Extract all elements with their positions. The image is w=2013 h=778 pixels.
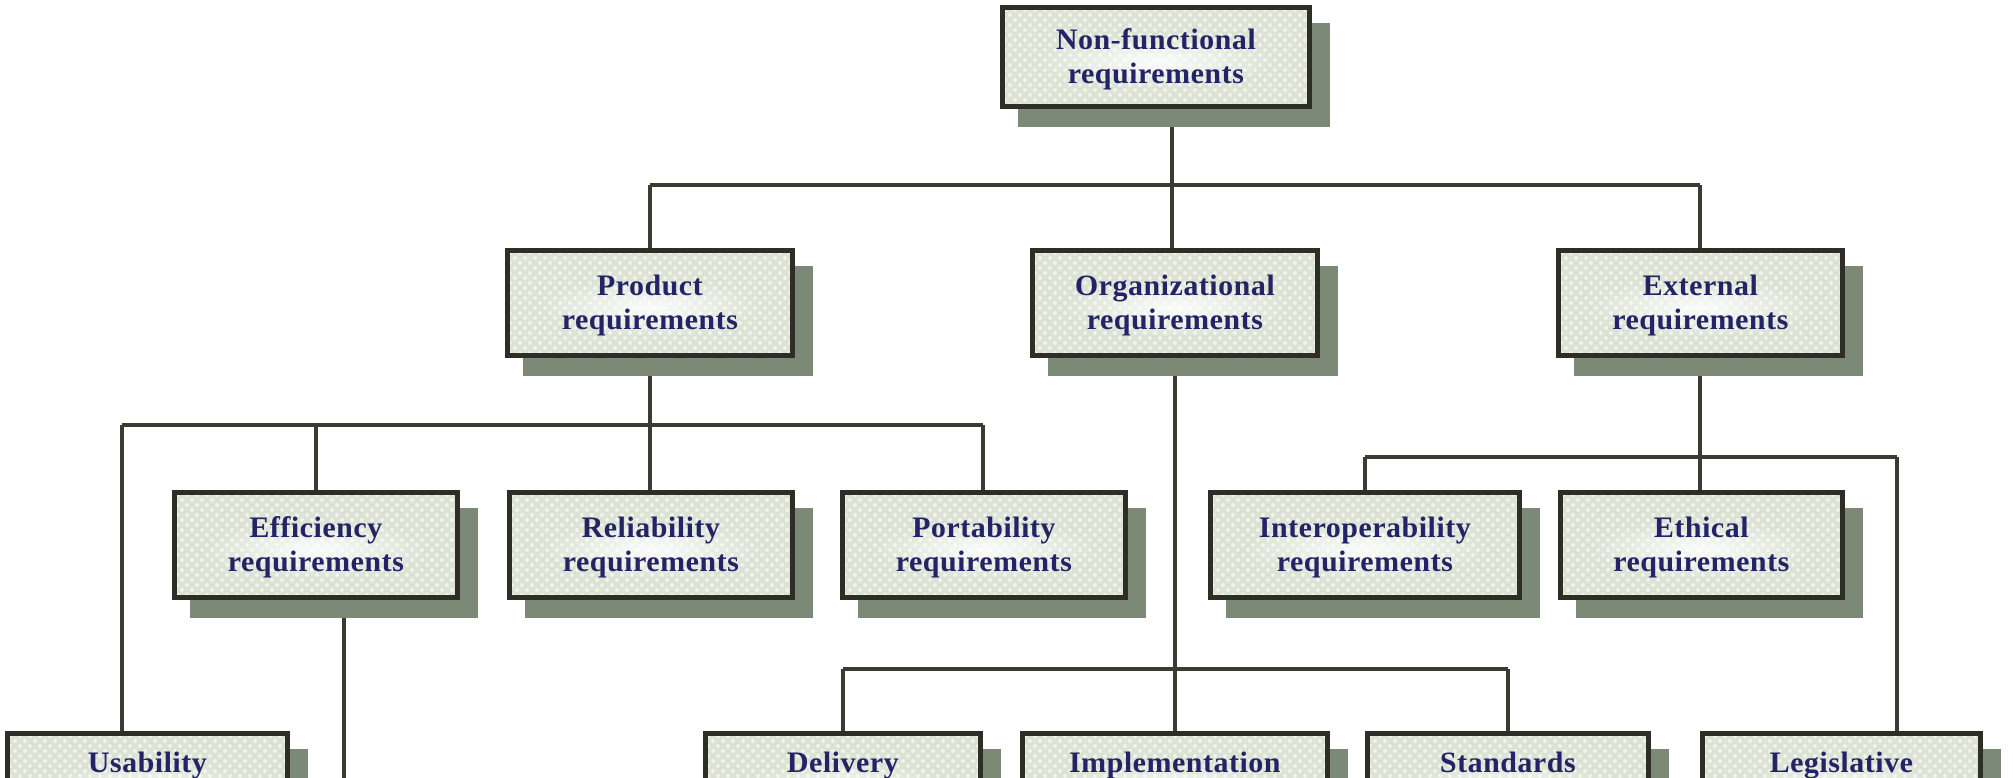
node-label-organizational-requirements: Organizational requirements	[1074, 268, 1276, 337]
node-product-requirements: Product requirements	[505, 248, 795, 358]
node-implementation: Implementation	[1020, 731, 1330, 778]
node-label-reliability-requirements: Reliability requirements	[562, 510, 740, 579]
node-label-product-requirements: Product requirements	[561, 268, 739, 337]
node-ethical-requirements: Ethical requirements	[1558, 490, 1845, 600]
node-efficiency-requirements: Efficiency requirements	[172, 490, 460, 600]
connector-line-drop-standards	[1506, 669, 1510, 733]
node-label-usability: Usability	[87, 746, 208, 778]
node-label-interoperability-requirements: Interoperability requirements	[1258, 510, 1472, 579]
connector-line-external-connector	[1365, 455, 1897, 459]
node-external-requirements: External requirements	[1556, 248, 1845, 358]
node-delivery: Delivery	[703, 731, 983, 778]
connector-line-drop-legislative	[1895, 457, 1899, 733]
connector-line-root-stem	[1170, 109, 1174, 250]
node-non-functional-requirements: Non-functional requirements	[1000, 5, 1312, 109]
connector-line-drop-portability	[981, 425, 985, 492]
node-label-non-functional-requirements: Non-functional requirements	[1055, 22, 1257, 91]
connector-line-external-stem-ethical	[1698, 358, 1702, 492]
node-usability: Usability	[5, 731, 290, 778]
connector-line-drop-interoperability	[1363, 457, 1367, 492]
node-standards: Standards	[1365, 731, 1651, 778]
connector-line-drop-product	[648, 185, 652, 250]
node-label-efficiency-requirements: Efficiency requirements	[227, 510, 405, 579]
node-organizational-requirements: Organizational requirements	[1030, 248, 1320, 358]
connector-line-drop-usability	[120, 425, 124, 733]
node-label-implementation: Implementation	[1069, 746, 1281, 778]
node-legislative: Legislative	[1700, 731, 1983, 778]
node-label-delivery: Delivery	[786, 746, 900, 778]
node-label-standards: Standards	[1439, 746, 1577, 778]
node-label-portability-requirements: Portability requirements	[895, 510, 1073, 579]
node-label-legislative: Legislative	[1769, 746, 1914, 778]
connector-line-product-connector	[122, 423, 983, 427]
connector-line-organizational-connector	[843, 667, 1508, 671]
connector-line-drop-delivery	[841, 669, 845, 733]
node-reliability-requirements: Reliability requirements	[507, 490, 795, 600]
connector-line-level1-connector	[650, 183, 1700, 187]
connector-line-drop-external	[1698, 185, 1702, 250]
node-label-external-requirements: External requirements	[1612, 268, 1789, 337]
node-label-ethical-requirements: Ethical requirements	[1613, 510, 1790, 579]
node-interoperability-requirements: Interoperability requirements	[1208, 490, 1522, 600]
connector-line-drop-efficiency	[314, 425, 318, 492]
connector-line-efficiency-child-stem	[342, 600, 346, 778]
connector-line-organizational-stem	[1173, 358, 1177, 733]
node-portability-requirements: Portability requirements	[840, 490, 1128, 600]
